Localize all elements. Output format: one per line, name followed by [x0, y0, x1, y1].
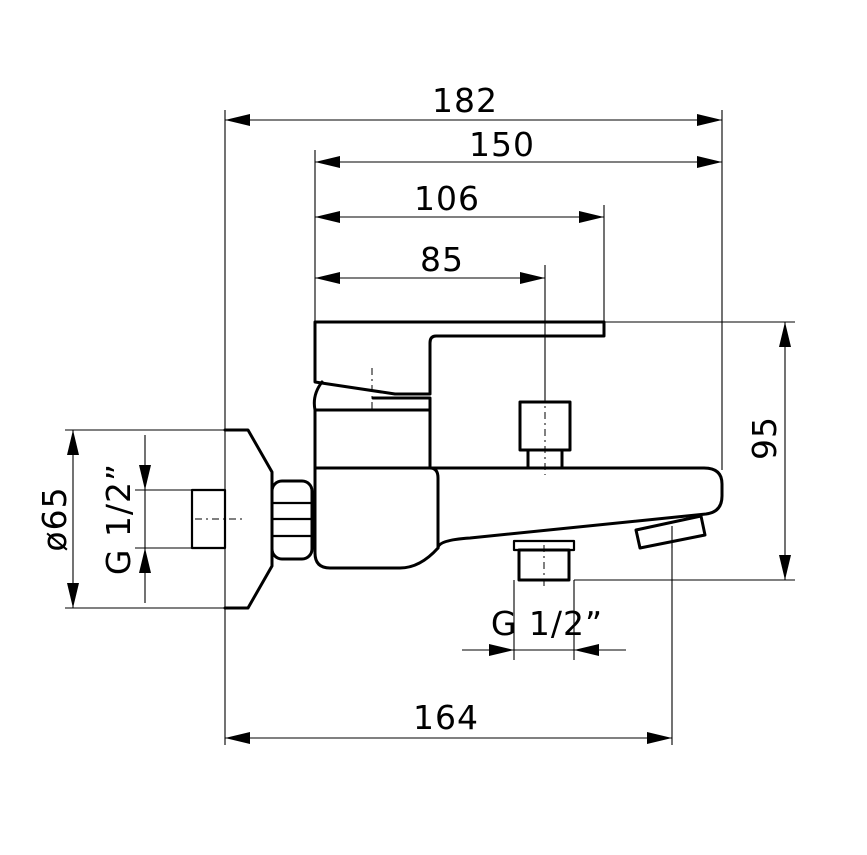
dimension-flange-diameter-label: ø65: [35, 486, 74, 551]
dimension-flange-diameter: ø65: [35, 430, 79, 608]
dimension-overall-width: 182: [225, 81, 722, 126]
dimension-outlet-thread: G 1/2”: [462, 604, 626, 656]
inlet-thread-stub: [190, 488, 245, 550]
lever-handle: [313, 320, 606, 396]
dimension-spout-reach-label: 164: [413, 698, 479, 737]
dimension-cartridge-offset-label: 85: [420, 240, 464, 279]
dimension-height-label: 95: [745, 416, 784, 460]
dimension-inlet-thread: G 1/2”: [99, 435, 151, 603]
dimension-cartridge-offset: 85: [315, 240, 545, 284]
dimension-lever-length-label: 106: [414, 179, 480, 218]
outlet-stub: [512, 539, 576, 590]
dimension-outlet-thread-label: G 1/2”: [491, 604, 603, 643]
cartridge-cap: [518, 395, 572, 475]
dimension-body-width: 150: [315, 125, 722, 168]
dimension-spout-reach: 164: [225, 698, 672, 744]
dimension-overall-width-label: 182: [432, 81, 498, 120]
dimension-inlet-thread-label: G 1/2”: [99, 463, 138, 575]
dimension-height: 95: [745, 322, 791, 580]
dimension-lever-length: 106: [315, 179, 604, 223]
mixer-body: [313, 408, 724, 570]
hex-nut: [270, 479, 314, 561]
lever-neck: [312, 368, 432, 412]
dimension-body-width-label: 150: [469, 125, 535, 164]
diverter-knob: [634, 514, 707, 550]
